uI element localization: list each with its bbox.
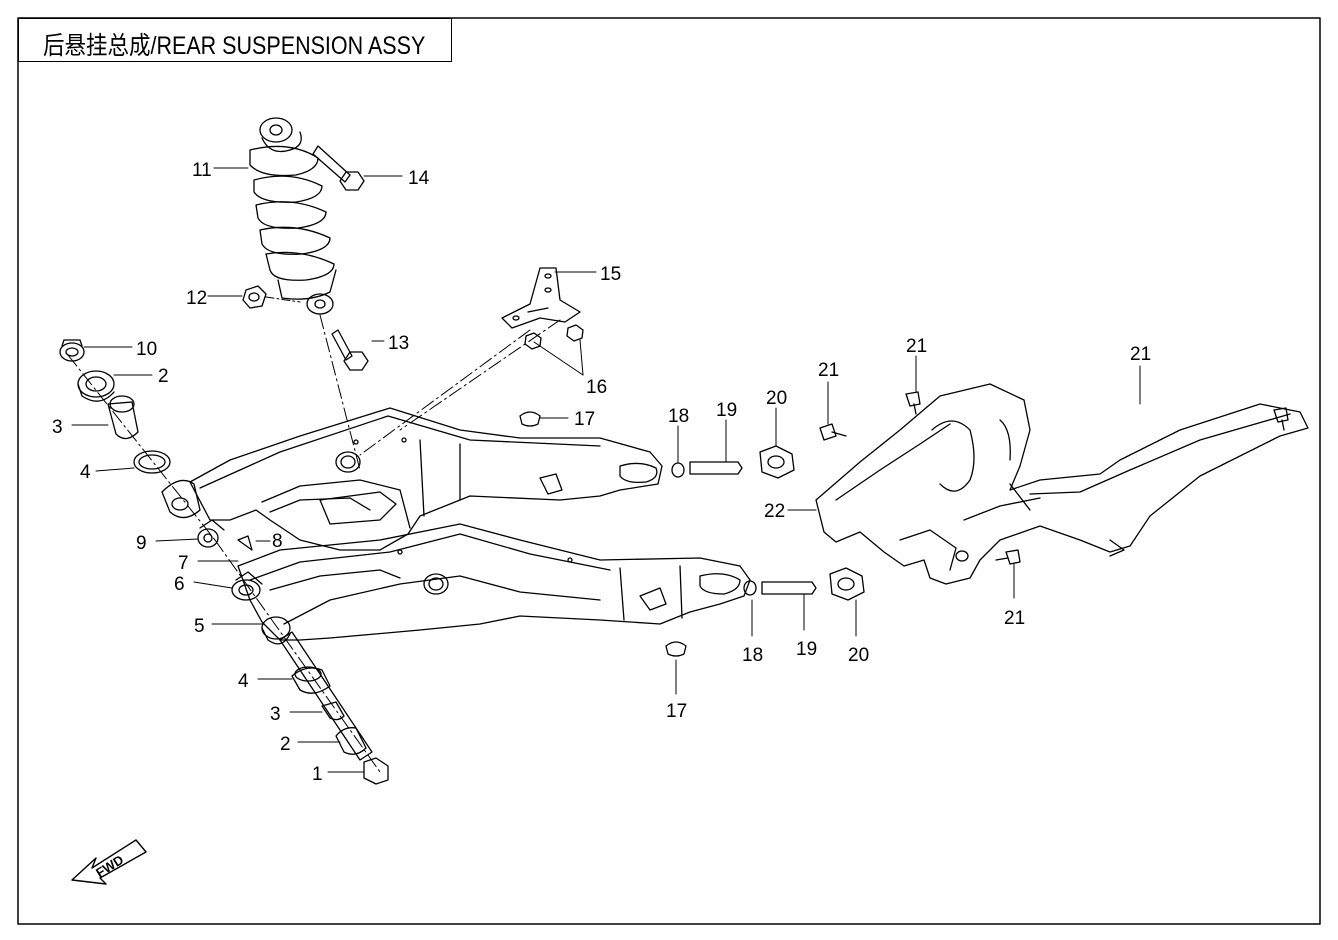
shock-absorber (249, 117, 337, 315)
screws-21 (819, 391, 1289, 565)
callout-7: 7 (178, 553, 189, 574)
swing-arm-lower (237, 523, 751, 641)
callout-17-upper: 17 (574, 409, 595, 430)
callout-4-lower: 4 (238, 671, 249, 692)
pivot-parts-lower (231, 571, 291, 645)
callout-2-lower: 2 (280, 734, 291, 755)
callout-5: 5 (194, 616, 205, 637)
screw-8 (237, 535, 253, 551)
callout-15: 15 (600, 264, 621, 285)
bolt-set-upper (671, 445, 795, 479)
callout-19-lower: 19 (796, 639, 817, 660)
callout-21-a: 21 (818, 360, 839, 381)
chain-guard (815, 383, 1309, 585)
callout-16: 16 (586, 377, 607, 398)
callout-20-lower: 20 (848, 645, 869, 666)
nut-12 (242, 285, 301, 309)
rubber-stop-17-upper (519, 411, 541, 427)
axis-lines (67, 314, 561, 773)
callout-19-upper: 19 (716, 400, 737, 421)
callout-3-upper: 3 (52, 417, 63, 438)
bolt-14 (312, 145, 365, 191)
callout-labels: 11 14 12 13 15 16 17 10 2 3 4 9 8 7 6 5 … (52, 160, 1151, 785)
callout-21-c: 21 (1130, 344, 1151, 365)
drawing-frame (17, 17, 1321, 925)
callout-3-lower: 3 (270, 704, 281, 725)
fwd-arrow-icon (71, 839, 147, 885)
callout-6: 6 (174, 574, 185, 595)
callout-11: 11 (192, 160, 212, 181)
callout-9: 9 (136, 533, 147, 554)
callout-8: 8 (272, 531, 283, 552)
callout-22: 22 (764, 501, 785, 522)
swing-arm-upper (189, 407, 663, 551)
callout-4-upper: 4 (80, 462, 91, 483)
nut-16 (524, 324, 584, 350)
rubber-stop-17-lower (665, 641, 687, 657)
page-title: 后悬挂总成/REAR SUSPENSION ASSY (43, 32, 426, 60)
fwd-label: FWD (93, 852, 126, 880)
bushing-stack-upper (59, 339, 201, 519)
callout-18-upper: 18 (668, 406, 689, 427)
axle-bolt-stack (279, 631, 389, 785)
callout-21-b: 21 (906, 336, 927, 357)
callout-10: 10 (136, 339, 157, 360)
callout-14: 14 (408, 168, 430, 189)
callout-21-d: 21 (1004, 608, 1025, 629)
bracket-15 (501, 267, 581, 329)
callout-13: 13 (388, 333, 409, 354)
bolt-set-lower (743, 567, 865, 601)
callout-20-upper: 20 (766, 388, 787, 409)
callout-17-lower: 17 (666, 701, 687, 722)
callout-12: 12 (186, 288, 207, 309)
bolt-13 (331, 329, 369, 371)
title-box: 后悬挂总成/REAR SUSPENSION ASSY (18, 18, 452, 62)
callout-2-upper: 2 (158, 366, 169, 387)
leader-lines (71, 167, 1141, 773)
callout-18-lower: 18 (742, 645, 763, 666)
callout-1: 1 (312, 764, 323, 785)
